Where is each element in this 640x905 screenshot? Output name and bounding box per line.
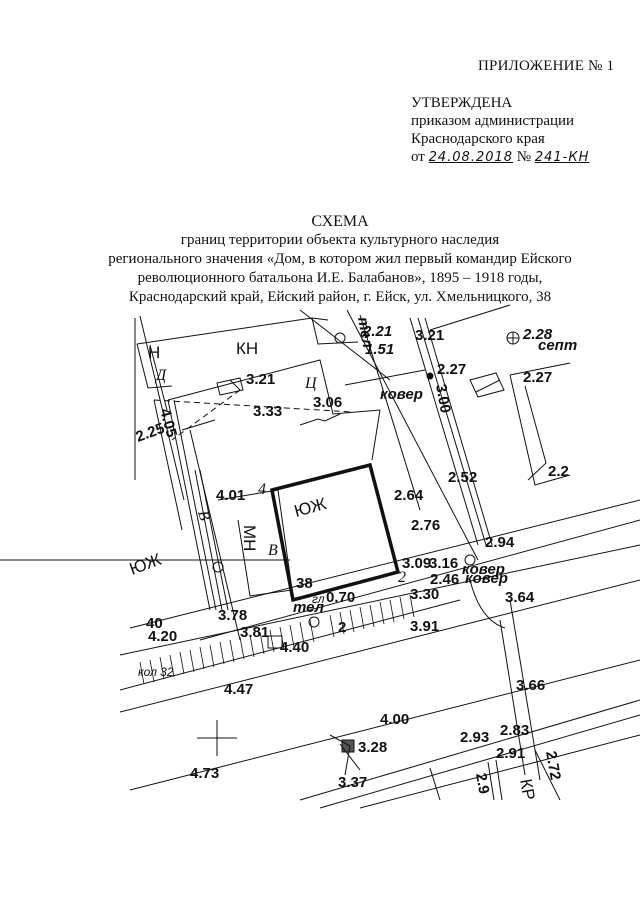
- label-plot-40: 40: [146, 615, 163, 632]
- boundary-point-2: 2: [398, 569, 406, 586]
- elev-2-72: 2.72: [542, 750, 564, 782]
- elev-3-21-b: 3.21: [415, 327, 444, 344]
- label-ts: Ц: [304, 375, 318, 392]
- label-d: Д: [154, 367, 167, 384]
- label-house-number: 38: [296, 575, 313, 592]
- elev-4-05: 4.05: [156, 407, 180, 440]
- approval-date: 24.08.2018: [428, 150, 514, 165]
- elev-3-64: 3.64: [505, 589, 535, 606]
- elev-2-9: 2.9: [472, 772, 492, 795]
- label-yuzh-main: ЮЖ: [292, 494, 329, 521]
- annot-kover-1: ковер: [380, 386, 423, 403]
- label-kn: КН: [236, 339, 258, 358]
- elev-2-94: 2.94: [485, 534, 515, 551]
- appendix-label: ПРИЛОЖЕНИЕ № 1: [478, 58, 615, 74]
- elev-3-06: 3.06: [313, 394, 342, 411]
- elev-4-47: 4.47: [224, 681, 253, 698]
- label-kr: КР: [516, 777, 538, 801]
- elev-3-78: 3.78: [218, 607, 247, 624]
- elev-2-46: 2.46: [430, 571, 459, 588]
- label-v-1: В: [268, 542, 278, 559]
- number-prefix: №: [516, 149, 532, 165]
- annot-kover-3: ковер: [465, 570, 508, 587]
- elev-4-20: 4.20: [148, 628, 177, 645]
- elev-3-91: 3.91: [410, 618, 439, 635]
- map-drawing: КН Н Д Ц ЮЖ ЮЖ МН В В 38 40 КР 4 2 2.21 …: [0, 304, 640, 809]
- annot-tel-2: тел: [354, 316, 376, 350]
- elev-2-52: 2.52: [448, 469, 477, 486]
- label-2-sidewalk: 2: [338, 619, 346, 636]
- annot-gl: гл: [312, 592, 325, 606]
- elev-2-64: 2.64: [394, 487, 424, 504]
- label-yuzh-left: ЮЖ: [127, 550, 164, 579]
- elev-3-28: 3.28: [358, 739, 387, 756]
- elev-3-21-a: 3.21: [246, 371, 275, 388]
- elev-2-27-a: 2.27: [437, 361, 466, 378]
- elev-3-09: 3.09: [402, 555, 431, 572]
- elev-3-37: 3.37: [338, 774, 367, 791]
- label-n: Н: [148, 343, 160, 362]
- elev-4-00: 4.00: [380, 711, 409, 728]
- elev-2-91: 2.91: [496, 745, 525, 762]
- title-line-2: регионального значения «Дом, в котором ж…: [108, 251, 572, 267]
- title-head: СХЕМА: [311, 213, 369, 230]
- elev-4-01: 4.01: [216, 487, 245, 504]
- scheme-title: СХЕМА границ территории объекта культурн…: [90, 212, 590, 307]
- elev-2-83: 2.83: [500, 722, 529, 739]
- label-v-2: В: [194, 509, 213, 523]
- elev-0-70: 0.70: [326, 589, 355, 606]
- title-line-4: Краснодарский край, Ейский район, г. Ейс…: [128, 289, 552, 305]
- annot-kover-2: ковер: [462, 561, 505, 578]
- elev-3-66: 3.66: [516, 677, 545, 694]
- elev-3-00: 3.00: [432, 383, 454, 415]
- approved-title: УТВЕРЖДЕНА: [411, 95, 513, 111]
- label-mn: МН: [240, 525, 259, 551]
- annot-sept: септ: [538, 337, 577, 354]
- elev-4-73: 4.73: [190, 765, 219, 782]
- title-line-1: границ территории объекта культурного на…: [180, 232, 500, 248]
- annot-tel-1: тел: [293, 599, 325, 616]
- elev-2-2: 2.2: [548, 463, 569, 480]
- elev-3-30: 3.30: [410, 586, 439, 603]
- elev-2-25: 2.25: [134, 420, 167, 446]
- cadastral-map: КН Н Д Ц ЮЖ ЮЖ МН В В 38 40 КР 4 2 2.21 …: [0, 300, 640, 860]
- title-line-3: революционного батальона И.Е. Балабанов»…: [137, 270, 543, 286]
- elev-2-93: 2.93: [460, 729, 489, 746]
- elev-4-40: 4.40: [280, 639, 309, 656]
- elev-2-28: 2.28: [522, 326, 553, 343]
- elev-2-76: 2.76: [411, 517, 440, 534]
- date-prefix: от: [411, 149, 425, 165]
- elev-2-27-b: 2.27: [523, 369, 552, 386]
- elev-3-33: 3.33: [253, 403, 282, 420]
- elev-1-51: 1.51: [365, 341, 394, 358]
- approved-line-1: приказом администрации: [411, 113, 575, 129]
- boundary-point-4: 4: [258, 481, 266, 498]
- approved-date-line: от 24.08.2018 № 241-КН: [411, 148, 589, 167]
- elev-2-21: 2.21: [362, 323, 392, 340]
- annot-kol: кол 32: [138, 665, 174, 679]
- elev-3-81: 3.81: [240, 624, 269, 641]
- approval-block: УТВЕРЖДЕНА приказом администрации Красно…: [411, 94, 589, 167]
- approval-number: 241-КН: [534, 150, 590, 165]
- elev-3-16: 3.16: [429, 555, 458, 572]
- approved-line-2: Краснодарского края: [411, 131, 545, 147]
